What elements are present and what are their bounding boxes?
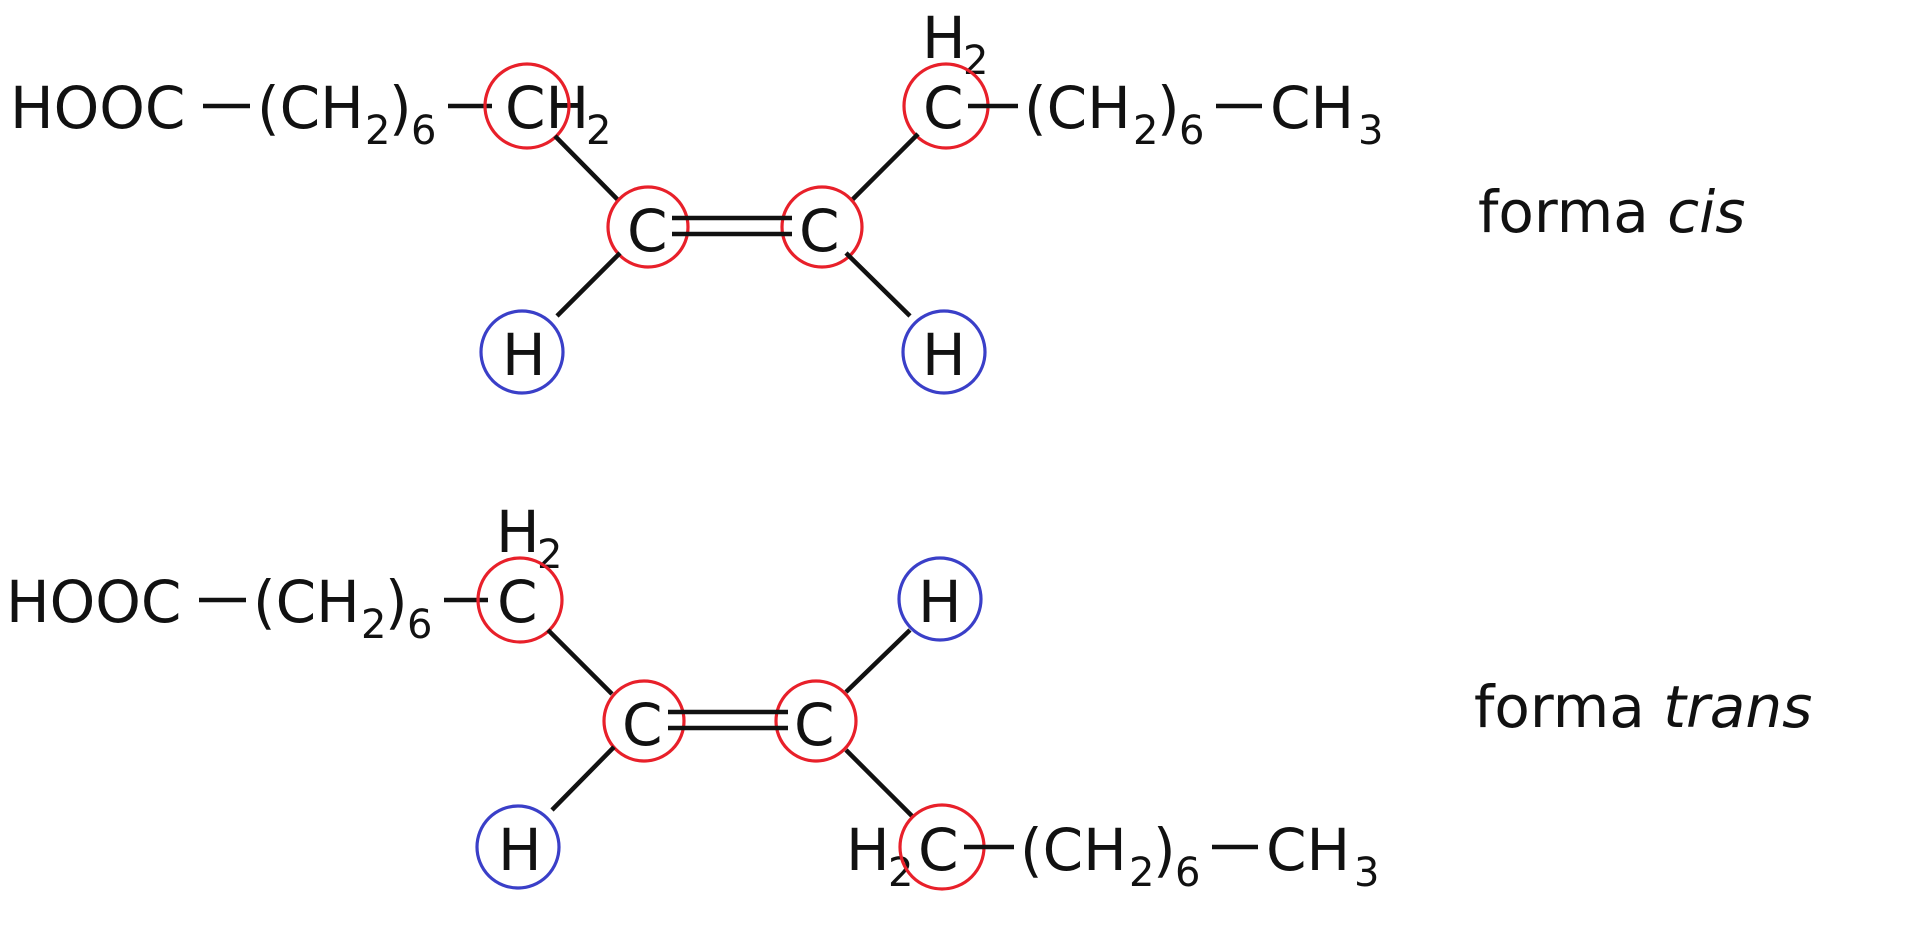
cis-bond-diag-ur [850,132,920,202]
trans-bond-diag-lr [844,748,914,818]
cis-hydrogen-ring-left [479,309,565,395]
cis-hydrogen-ring-right [901,309,987,395]
cis-carbon-ring-c2 [780,185,864,269]
trans-bond-h-bottom [550,745,616,812]
trans-ch3: CH [1266,816,1350,884]
cis-bond-h1 [555,251,622,318]
cis-right-close: ) [1157,74,1180,142]
cis-hooc: HOOC [10,74,185,142]
trans-bottom-c: C [918,816,959,884]
cis-carbon-ring-left [483,62,571,150]
trans-ch3-sub: 3 [1354,850,1379,896]
cis-ch2-close: ) [389,74,412,142]
cis-ch3: CH [1270,74,1354,142]
trans-bottom-h: H [846,816,890,884]
trans-c1: C [622,691,663,759]
trans-right-rep: 6 [1175,850,1200,896]
cis-h2: H [922,321,966,389]
cis-bond-diag-ul [553,134,620,202]
cis-right-c: C [923,74,964,142]
trans-right-close: ) [1153,816,1176,884]
trans-hydrogen-ring-left [475,804,561,890]
trans-right-open: (CH [1020,816,1127,884]
trans-left-c: C [497,568,538,636]
cis-ch2-rep: 6 [411,108,436,154]
trans-structure: HOOC (CH 2 ) 6 H 2 C C C H H H 2 C (CH [6,498,1812,896]
trans-right-sub: 2 [1129,850,1154,896]
trans-ch2-close: ) [385,568,408,636]
trans-hooc: HOOC [6,568,181,636]
trans-c2: C [794,691,835,759]
trans-label-italic: trans [1663,673,1812,741]
cis-ch2-open: (CH [257,74,364,142]
cis-label-italic: cis [1667,178,1745,246]
cis-left-ch-sub: 2 [586,108,611,154]
trans-hydrogen-ring-right [897,556,983,642]
cis-right-open: (CH [1024,74,1131,142]
trans-bond-diag-ul [546,628,614,696]
cis-structure: HOOC (CH 2 ) 6 CH 2 H 2 C (CH 2 ) 6 CH 3… [10,4,1745,395]
trans-h-top: H [918,568,962,636]
cis-h1: H [502,321,546,389]
cis-label-prefix: forma [1478,178,1667,246]
cis-ch2-sub: 2 [365,108,390,154]
trans-label: forma trans [1474,673,1812,741]
cis-label: forma cis [1478,178,1745,246]
trans-h-bottom: H [498,816,542,884]
cis-top-h: H [922,4,966,72]
cis-right-rep: 6 [1179,108,1204,154]
cis-left-ch: CH [505,74,589,142]
trans-ch2-sub: 2 [361,602,386,648]
cis-c1: C [627,197,668,265]
trans-label-prefix: forma [1474,673,1663,741]
trans-ch2-open: (CH [253,568,360,636]
cis-carbon-ring-c1 [606,185,690,269]
trans-carbon-ring-c2 [774,679,858,763]
cis-c2: C [799,197,840,265]
trans-bond-h-top [844,628,912,694]
trans-top-h: H [496,498,540,566]
cis-ch3-sub: 3 [1358,108,1383,154]
cis-bond-h2 [844,251,912,318]
trans-ch2-rep: 6 [407,602,432,648]
trans-carbon-ring-left [476,556,564,644]
cis-right-sub: 2 [1133,108,1158,154]
trans-carbon-ring-c1 [602,679,686,763]
